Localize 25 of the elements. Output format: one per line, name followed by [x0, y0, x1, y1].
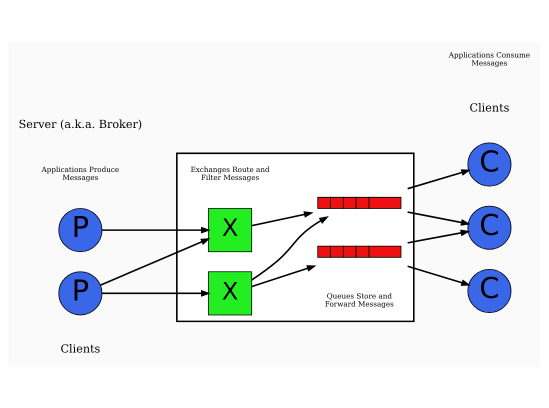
label: Clients: [470, 100, 510, 114]
node-circle: C: [467, 268, 512, 312]
node-box: X: [208, 208, 252, 252]
arrow: [252, 210, 314, 226]
label: Clients: [60, 342, 100, 355]
arrow: [407, 210, 471, 226]
arrow: [102, 226, 211, 233]
arrow: [252, 264, 316, 287]
cluster: [176, 152, 415, 322]
label: Exchanges Route and Filter Messages: [190, 164, 270, 182]
label: Server (a.k.a. Broker): [18, 118, 142, 131]
arrow: [251, 216, 329, 280]
node-circle: P: [58, 208, 102, 252]
label: Queues Store and Forward Messages: [324, 290, 394, 308]
arrow: [407, 229, 470, 244]
arrow: [407, 168, 471, 189]
arrow: [100, 238, 210, 286]
node-circle: C: [467, 142, 512, 186]
node-circle: P: [58, 270, 102, 315]
label: Applications Produce Messages: [42, 164, 120, 182]
arrow: [102, 289, 211, 296]
label: Applications Consume Messages: [448, 50, 530, 67]
node-circle: C: [467, 205, 512, 250]
node-box: X: [208, 270, 252, 315]
arrow: [407, 264, 471, 286]
